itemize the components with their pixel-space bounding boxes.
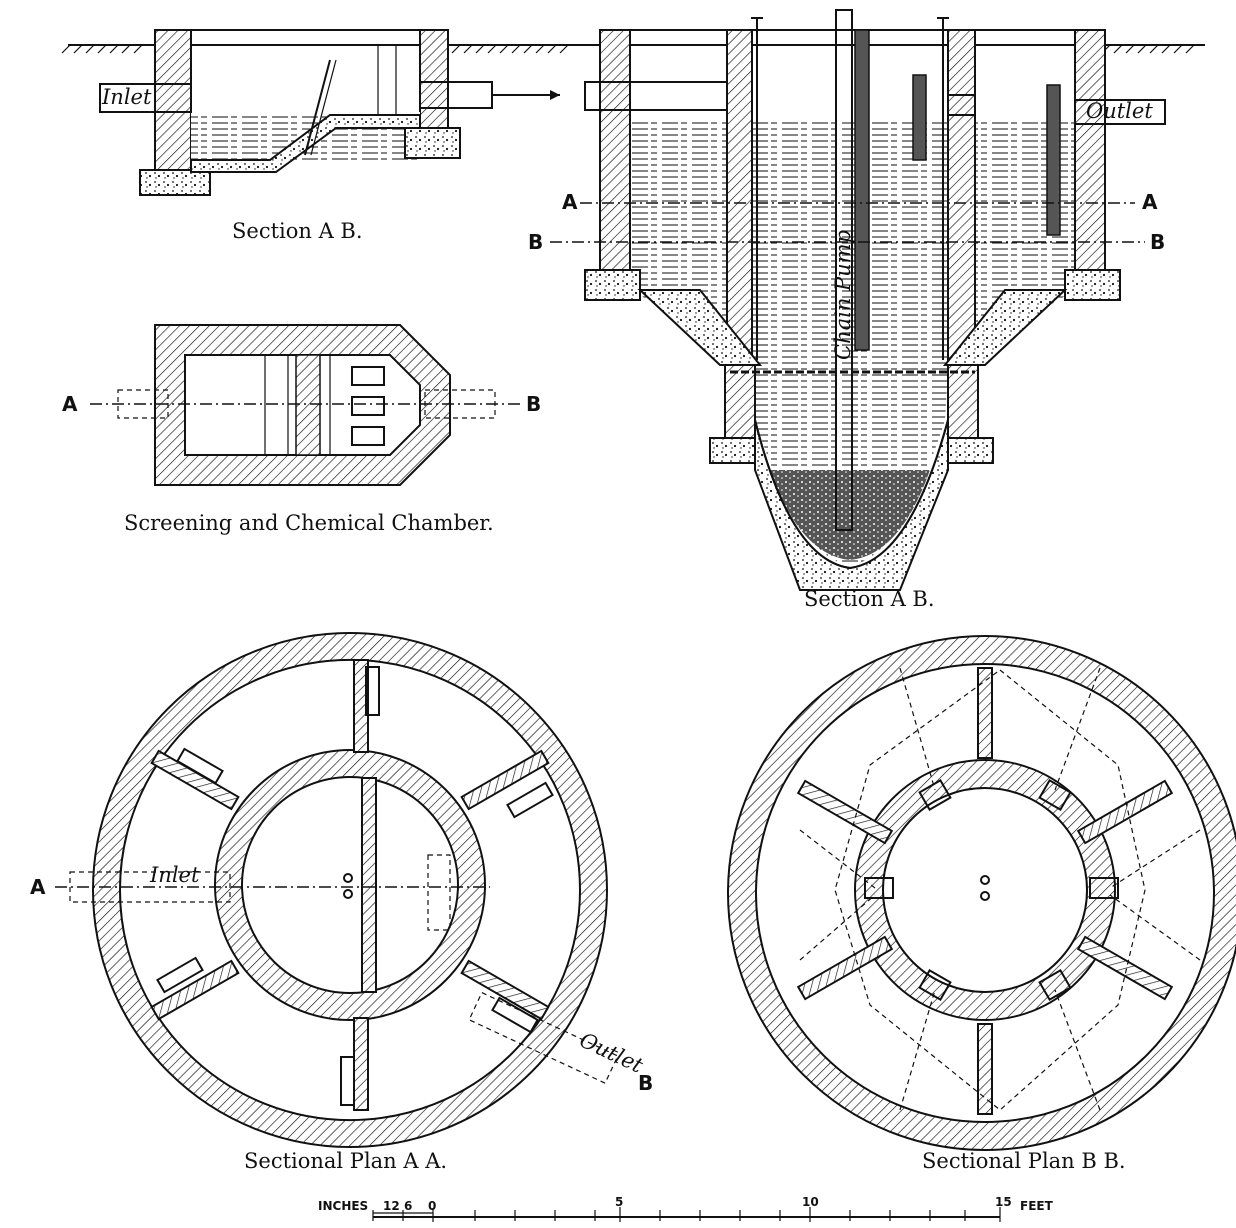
central-wall-aa [361,777,377,993]
footing-right [1064,269,1121,301]
inlet-pipe-plan [69,871,231,903]
large-section-ab: Chain Pump A A B B Outlet Section A B. [528,9,1205,611]
label-b-right: B [1150,230,1165,254]
small-section-ab: Inlet Section A B. [61,29,600,243]
hopper-left [637,289,763,366]
scale-feet-tick-10: 10 [802,1195,819,1209]
outlet-pipe-plan [468,991,619,1084]
inner-ring-bb [853,759,1117,1021]
radial-walls-aa [150,659,550,1111]
baffle-outer [1046,84,1061,236]
label-b-left: B [528,230,543,254]
inlet-pipe [99,83,192,113]
large-outlet-pipe [1074,99,1166,125]
plan-label-a: A [30,875,46,899]
scale-bar: INCHES 12 6 0 5 10 15 FEET [318,1195,1054,1222]
chamber-label-b: B [526,392,541,416]
scale-inches-label: INCHES [318,1199,368,1213]
lower-footing-right [947,437,994,464]
inclined-screen [304,59,331,156]
scale-feet-label: FEET [1020,1199,1054,1213]
left-footing [139,169,211,196]
inlet-label: Inlet [101,85,152,109]
caption-plan-aa: Sectional Plan A A. [244,1149,447,1173]
chamber-label-a: A [62,392,78,416]
central-partition [854,29,870,351]
screening-chamber-plan: A B Screening and Chemical Chamber. [62,324,541,535]
scale-inch-tick-6: 6 [404,1199,412,1213]
radial-ribs-bb [796,667,1174,1115]
caption-chamber: Screening and Chemical Chamber. [124,511,494,535]
baffle-inner [912,74,927,161]
outer-ring-aa [91,632,609,1148]
plan-label-b: B [638,1071,653,1095]
inner-wall-left [726,29,753,371]
outer-wall-left [599,29,631,291]
label-a-right: A [1142,190,1158,214]
chamber-walls [154,324,451,486]
sectional-plan-bb: Sectional Plan B B. [726,635,1236,1173]
chain-pump-casing [835,9,853,531]
large-inlet-pipe [584,81,728,111]
outer-ring-bb [726,635,1236,1151]
scale-inch-tick-0: 0 [428,1199,436,1213]
outlet-label: Outlet [1086,99,1153,123]
outlet-box-aa [427,854,451,931]
right-footing [404,127,461,159]
lower-footing-left [709,437,756,464]
outer-wall-right [1074,29,1106,291]
hopper-right [942,289,1068,366]
plan-inlet-label: Inlet [149,863,200,887]
chemical-box-2 [351,396,385,416]
hopper-edges-bb [799,667,1201,1111]
footing-left [584,269,641,301]
chemical-box-1 [351,366,385,386]
chain-pump-label: Chain Pump [831,230,855,360]
sectional-plan-aa: A Inlet Outlet B Sectional Plan A A. [30,632,653,1173]
inner-ring-aa [213,749,487,1021]
inner-wall-right [947,29,976,371]
label-a-left: A [562,190,578,214]
caption-section-ab-large: Section A B. [804,587,935,611]
sludge-deposit [770,470,930,560]
left-wall [154,29,192,171]
scale-feet-tick-5: 5 [615,1195,623,1209]
scale-feet-tick-15: 15 [995,1195,1012,1209]
right-wall [419,29,449,131]
baffle-slots-aa [156,666,554,1106]
ring-openings-bb [864,778,1119,1002]
caption-plan-bb: Sectional Plan B B. [922,1149,1126,1173]
chemical-box-3 [351,426,385,446]
screen-bars [295,354,321,456]
scale-inch-tick-12: 12 [383,1199,400,1213]
caption-section-ab-small: Section A B. [232,219,363,243]
